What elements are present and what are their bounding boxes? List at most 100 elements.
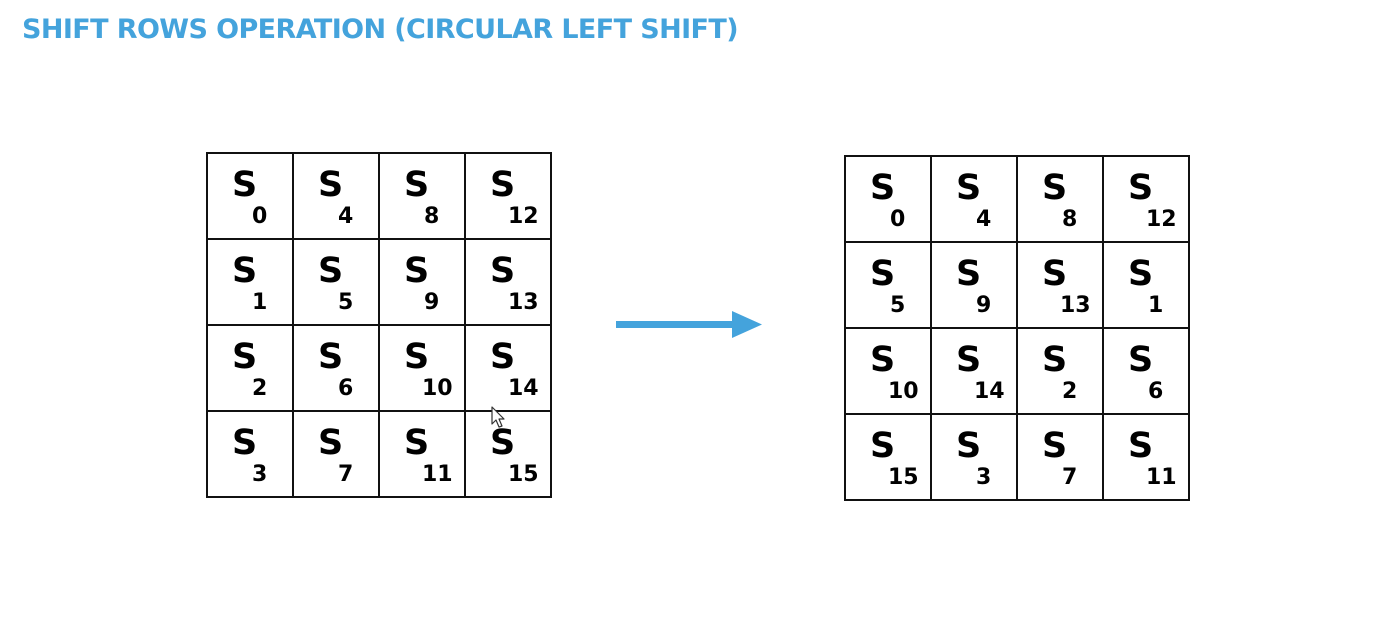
cell-symbol: S [1042, 426, 1068, 466]
cell-symbol: S [1042, 168, 1068, 208]
cell-subscript: 9 [424, 290, 440, 315]
cell-subscript: 2 [1062, 379, 1078, 404]
cell-subscript: 12 [1146, 207, 1177, 232]
cell-symbol: S [404, 423, 430, 463]
cell-subscript: 3 [252, 462, 268, 487]
cell-symbol: S [490, 251, 516, 291]
cell-subscript: 13 [1060, 293, 1091, 318]
cell-subscript: 7 [1062, 465, 1078, 490]
cell-symbol: S [404, 337, 430, 377]
right-arrow-icon [616, 311, 762, 338]
cell-symbol: S [232, 165, 258, 205]
cell-subscript: 4 [338, 204, 354, 229]
cell-subscript: 8 [424, 204, 440, 229]
cell-symbol: S [232, 337, 258, 377]
cell-subscript: 1 [252, 290, 268, 315]
cell-symbol: S [404, 165, 430, 205]
cell-symbol: S [232, 423, 258, 463]
cell-subscript: 10 [422, 376, 453, 401]
cell-subscript: 0 [252, 204, 268, 229]
cell-symbol: S [490, 423, 516, 463]
cell-subscript: 11 [422, 462, 453, 487]
cell-symbol: S [870, 254, 896, 294]
cell-symbol: S [1042, 340, 1068, 380]
cell-subscript: 8 [1062, 207, 1078, 232]
cell-subscript: 2 [252, 376, 268, 401]
cell-symbol: S [1128, 426, 1154, 466]
page-title: SHIFT ROWS OPERATION (CIRCULAR LEFT SHIF… [22, 14, 739, 45]
arrow-head [732, 311, 762, 338]
cell-symbol: S [956, 168, 982, 208]
cell-symbol: S [318, 423, 344, 463]
cell-subscript: 1 [1148, 293, 1164, 318]
cell-symbol: S [232, 251, 258, 291]
cell-symbol: S [1128, 168, 1154, 208]
mouse-cursor-icon [491, 406, 505, 428]
cell-symbol: S [318, 165, 344, 205]
cell-symbol: S [1042, 254, 1068, 294]
cell-subscript: 11 [1146, 465, 1177, 490]
cell-subscript: 7 [338, 462, 354, 487]
cell-symbol: S [956, 340, 982, 380]
cell-subscript: 0 [890, 207, 906, 232]
cell-subscript: 12 [508, 204, 539, 229]
cell-subscript: 15 [508, 462, 539, 487]
cell-subscript: 13 [508, 290, 539, 315]
cell-symbol: S [1128, 254, 1154, 294]
cell-symbol: S [956, 426, 982, 466]
cell-subscript: 6 [338, 376, 354, 401]
cell-subscript: 5 [338, 290, 354, 315]
cell-subscript: 9 [976, 293, 992, 318]
cell-symbol: S [1128, 340, 1154, 380]
cell-symbol: S [870, 340, 896, 380]
cell-symbol: S [490, 165, 516, 205]
cell-subscript: 5 [890, 293, 906, 318]
cell-symbol: S [870, 168, 896, 208]
cell-subscript: 10 [888, 379, 919, 404]
cell-subscript: 15 [888, 465, 919, 490]
cell-symbol: S [318, 251, 344, 291]
cell-subscript: 6 [1148, 379, 1164, 404]
cell-subscript: 14 [508, 376, 539, 401]
cell-symbol: S [956, 254, 982, 294]
cell-subscript: 14 [974, 379, 1005, 404]
cell-subscript: 4 [976, 207, 992, 232]
arrow-shaft [616, 321, 734, 328]
cell-symbol: S [490, 337, 516, 377]
cell-symbol: S [404, 251, 430, 291]
cell-symbol: S [870, 426, 896, 466]
cell-subscript: 3 [976, 465, 992, 490]
